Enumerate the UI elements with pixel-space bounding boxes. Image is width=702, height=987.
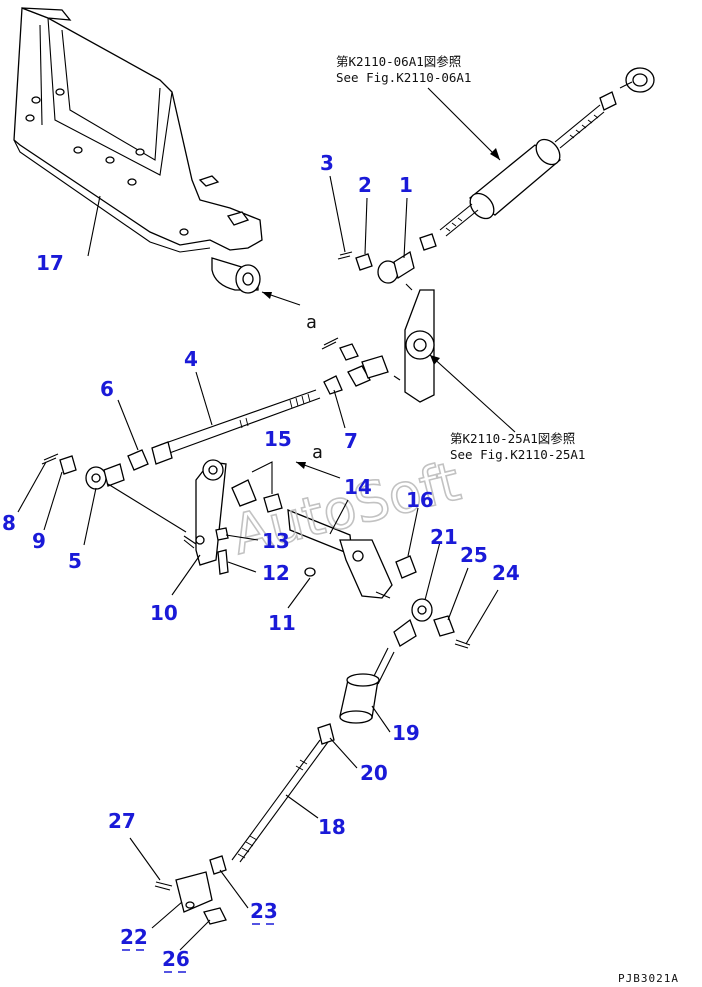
cylinder-upper-drawing	[419, 67, 655, 251]
leader-lines	[17, 175, 499, 951]
lever-10-drawing	[183, 459, 283, 575]
callout-13: 13	[262, 529, 290, 553]
view-mark-a-lower: a	[295, 442, 341, 479]
svg-text:a: a	[306, 312, 317, 333]
callout-20: 20	[360, 761, 388, 785]
reference-k2110-06a1: 第K2110-06A1図参照 See Fig.K2110-06A1	[336, 54, 501, 161]
callout-21: 21	[430, 525, 458, 549]
callout-6: 6	[100, 377, 114, 401]
view-mark-a-upper: a	[261, 291, 317, 333]
callout-25: 25	[460, 543, 488, 567]
callout-16: 16	[406, 488, 434, 512]
callout-9: 9	[32, 529, 46, 553]
callout-26: 26	[162, 947, 190, 971]
callout-underlines	[122, 923, 274, 973]
svg-text:a: a	[312, 442, 323, 463]
lever-right-drawing	[321, 283, 435, 403]
rod-end-5-drawing	[41, 453, 187, 533]
callout-3: 3	[320, 151, 334, 175]
callout-12: 12	[262, 561, 290, 585]
callout-10: 10	[150, 601, 178, 625]
reference-jp-25a1: 第K2110-25A1図参照	[450, 431, 575, 446]
reference-en-25a1: See Fig.K2110-25A1	[450, 447, 585, 462]
callout-24: 24	[492, 561, 520, 585]
bracket-17-drawing	[13, 7, 263, 294]
shaft-lever-drawing	[287, 508, 417, 599]
rod-4-drawing	[127, 389, 321, 471]
callout-23: 23	[250, 899, 278, 923]
callout-1: 1	[399, 173, 413, 197]
callout-numbers: 1 2 3 4 5 6 7 8 9 10 11 12 13 14 15 16 1…	[2, 151, 520, 971]
rod-end-group-drawing	[337, 250, 415, 284]
callout-5: 5	[68, 549, 82, 573]
callout-4: 4	[184, 347, 198, 371]
callout-19: 19	[392, 721, 420, 745]
callout-11: 11	[268, 611, 296, 635]
callout-7: 7	[344, 429, 358, 453]
callout-15: 15	[264, 427, 292, 451]
callout-8: 8	[2, 511, 16, 535]
callout-17: 17	[36, 251, 64, 275]
rod-end-21-drawing	[393, 598, 471, 649]
callout-2: 2	[358, 173, 372, 197]
callout-27: 27	[108, 809, 136, 833]
callout-14: 14	[344, 475, 372, 499]
callout-22: 22	[120, 925, 148, 949]
reference-jp-06a1: 第K2110-06A1図参照	[336, 54, 461, 69]
cylinder-lower-drawing	[154, 647, 395, 925]
callout-18: 18	[318, 815, 346, 839]
reference-k2110-25a1: 第K2110-25A1図参照 See Fig.K2110-25A1	[429, 354, 585, 462]
reference-en-06a1: See Fig.K2110-06A1	[336, 70, 471, 85]
drawing-code: PJB3021A	[618, 972, 679, 985]
